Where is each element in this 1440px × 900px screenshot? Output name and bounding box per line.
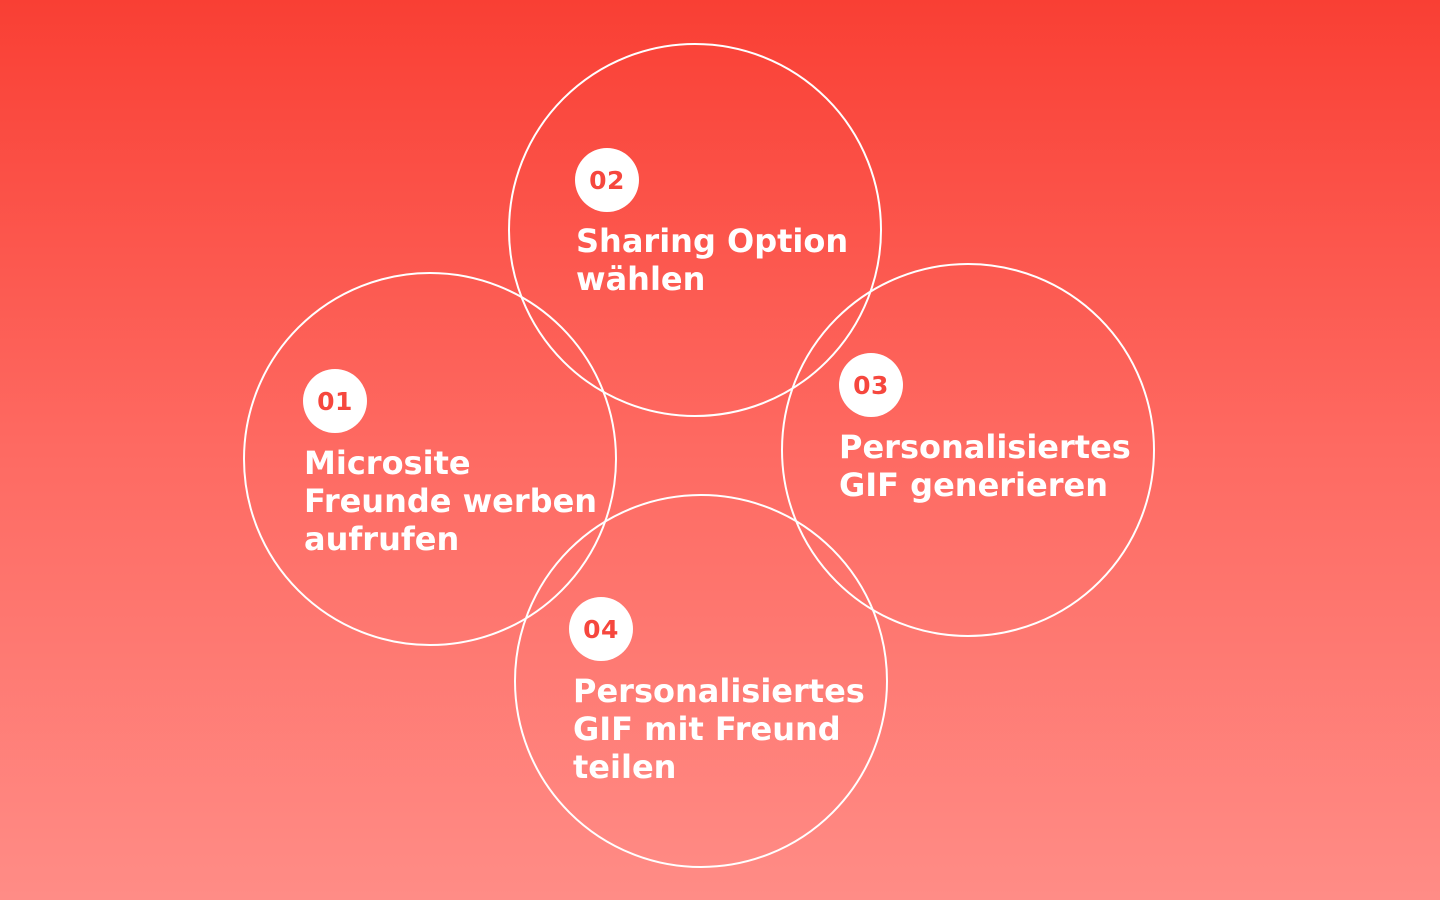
- step-02-label: Sharing Option wählen: [576, 222, 848, 298]
- step-01-label-line-3: aufrufen: [304, 520, 460, 558]
- step-03-circle: [781, 263, 1155, 637]
- step-01-label-line-1: Microsite: [304, 444, 471, 482]
- step-03-number-badge: 03: [839, 353, 903, 417]
- step-04-number-badge: 04: [569, 597, 633, 661]
- step-01-label-line-2: Freunde werben: [304, 482, 598, 520]
- step-01-circle: [243, 272, 617, 646]
- step-04-label-line-3: teilen: [573, 748, 677, 786]
- step-04-label-line-1: Personalisiertes: [573, 672, 865, 710]
- step-01-number-badge: 01: [303, 369, 367, 433]
- step-02-label-line-2: wählen: [576, 260, 706, 298]
- step-01-label: Microsite Freunde werben aufrufen: [304, 444, 597, 558]
- step-03-label: Personalisiertes GIF generieren: [839, 428, 1131, 504]
- step-02-label-line-1: Sharing Option: [576, 222, 849, 260]
- step-04-circle: [514, 494, 888, 868]
- step-02-circle: [508, 43, 882, 417]
- step-04-label-line-2: GIF mit Freund: [573, 710, 841, 748]
- step-02-number-badge: 02: [575, 148, 639, 212]
- step-03-label-line-2: GIF generieren: [839, 466, 1108, 504]
- step-03-label-line-1: Personalisiertes: [839, 428, 1131, 466]
- step-04-label: Personalisiertes GIF mit Freund teilen: [573, 672, 865, 786]
